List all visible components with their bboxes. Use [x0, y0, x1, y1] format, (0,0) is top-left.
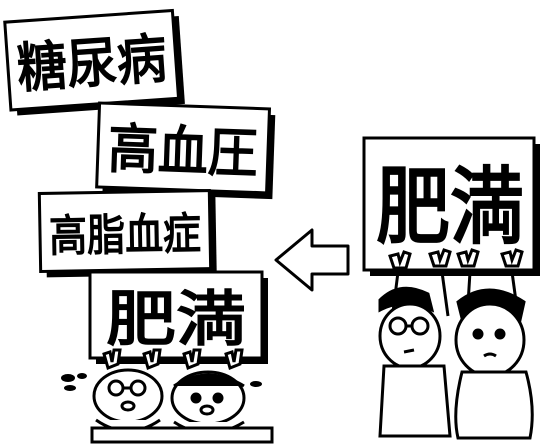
sign-hyperlipidemia: 高脂血症 — [37, 189, 217, 278]
sign-hypertension-label: 高血圧 — [107, 117, 259, 185]
sign-diabetes-label: 糖尿病 — [15, 27, 169, 100]
sweat-drops-icon — [61, 373, 262, 391]
sign-obesity-small-label: 肥満 — [106, 285, 246, 355]
crushed-people — [90, 348, 274, 444]
sign-obesity-small: 肥満 — [88, 270, 268, 364]
holding-people — [378, 248, 534, 440]
left-arrow-icon — [274, 228, 350, 292]
sign-diabetes: 糖尿病 — [3, 8, 185, 116]
sign-hyperlipidemia-label: 高脂血症 — [49, 209, 202, 263]
sign-obesity-big-label: 肥満 — [376, 158, 524, 256]
sign-hypertension: 高血圧 — [95, 101, 276, 200]
sign-obesity-big: 肥満 — [362, 136, 540, 276]
